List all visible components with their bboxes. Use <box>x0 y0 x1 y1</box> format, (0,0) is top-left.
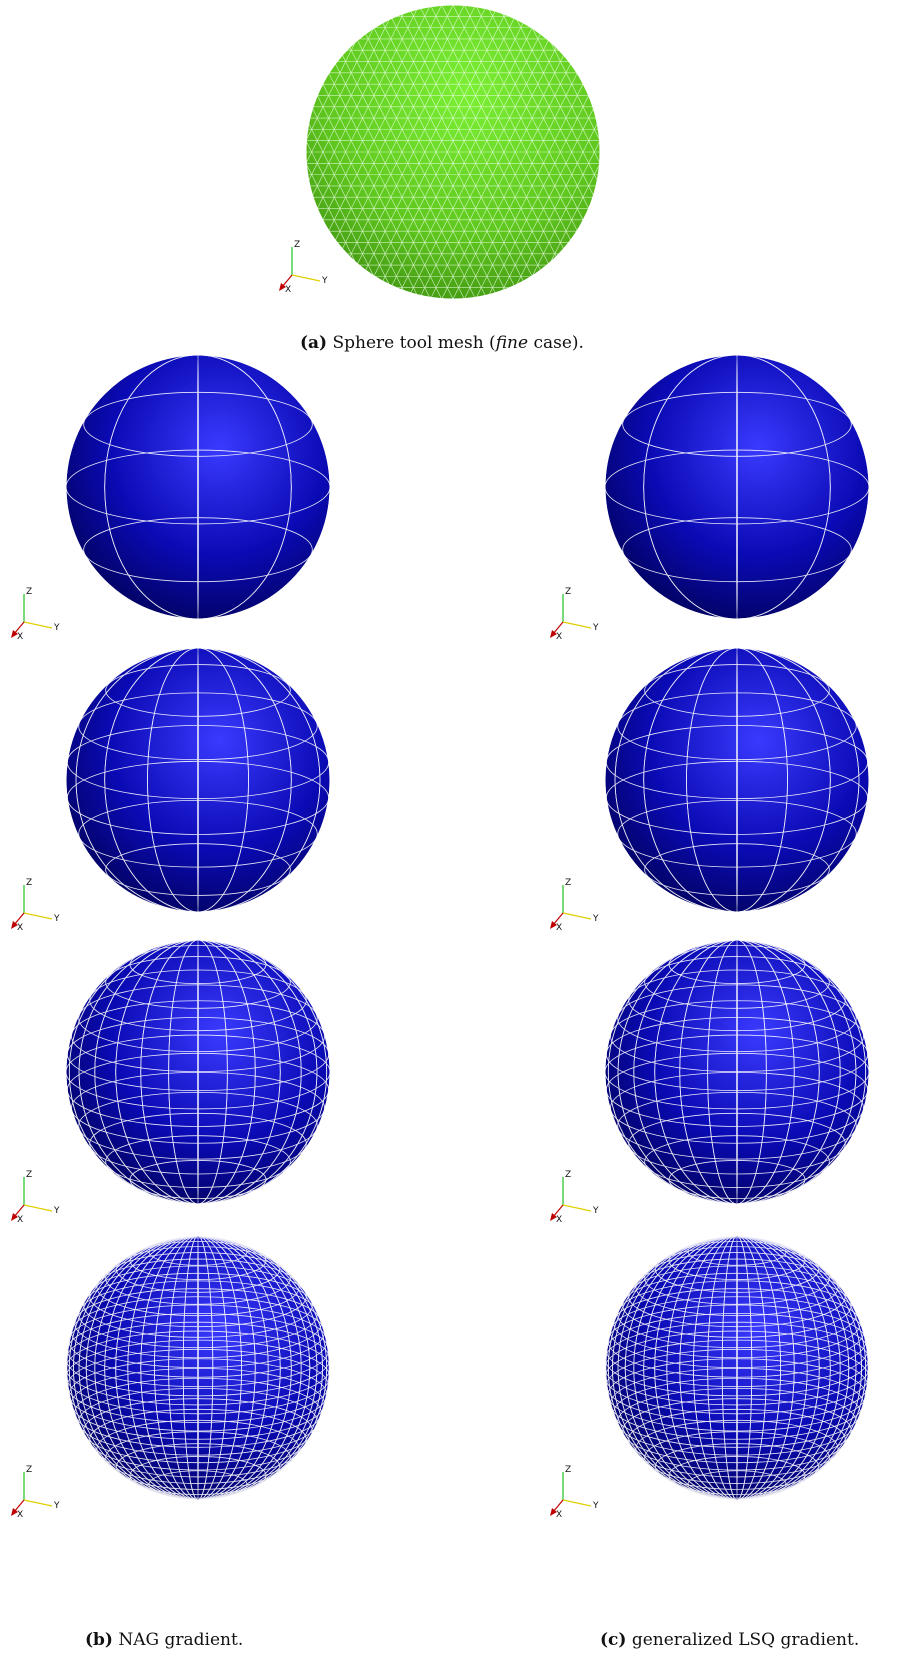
axis-x-label: X <box>556 632 562 642</box>
axis-y-label: Y <box>53 914 60 924</box>
sphere-a-mesh <box>305 4 601 300</box>
caption-c-label: (c) <box>600 1630 627 1650</box>
caption-a-text-post: case). <box>528 333 584 353</box>
mesh-c-level-2 <box>604 647 870 913</box>
axis-z-label: Z <box>565 1465 571 1475</box>
caption-a: (a) Sphere tool mesh (fine case). <box>300 333 584 353</box>
caption-b-text: NAG gradient. <box>118 1630 244 1650</box>
axis-y-label: Y <box>592 914 599 924</box>
axis-triad-c-1: Z Y X <box>550 587 599 642</box>
axis-z-label: Z <box>26 587 32 597</box>
axis-triad-c-2: Z Y X <box>550 878 599 933</box>
axis-x-label: X <box>17 1215 23 1225</box>
mesh-b-level-3 <box>65 939 331 1205</box>
axis-z-label: Z <box>294 240 300 250</box>
axis-x-label: X <box>285 285 291 295</box>
caption-b-label: (b) <box>85 1630 113 1650</box>
caption-c-text: generalized LSQ gradient. <box>631 1630 860 1650</box>
axis-z-label: Z <box>565 878 571 888</box>
caption-a-emph: fine <box>495 333 529 353</box>
axis-x-label: X <box>17 923 23 933</box>
axis-y-label: Y <box>53 623 60 633</box>
caption-a-text-pre: Sphere tool mesh ( <box>332 333 496 353</box>
mesh-b-level-4 <box>65 1235 331 1501</box>
caption-a-label: (a) <box>300 333 328 353</box>
axis-x-label: X <box>17 632 23 642</box>
axis-y-label: Y <box>592 1501 599 1511</box>
axis-y-label: Y <box>321 276 328 286</box>
mesh-b-level-1 <box>65 354 331 620</box>
mesh-c-level-3 <box>604 939 870 1205</box>
mesh-c-level-1 <box>604 354 870 620</box>
axis-triad-b-1: Z Y X <box>11 587 60 642</box>
axis-triad-b-3: Z Y X <box>11 1170 60 1225</box>
axis-x-label: X <box>556 1510 562 1520</box>
axis-y-label: Y <box>592 623 599 633</box>
mesh-c-level-4 <box>604 1235 870 1501</box>
axis-z-label: Z <box>565 1170 571 1180</box>
caption-b: (b) NAG gradient. <box>85 1630 243 1650</box>
axis-z-label: Z <box>26 878 32 888</box>
axis-triad-a: Z Y X <box>279 240 328 295</box>
caption-c: (c) generalized LSQ gradient. <box>600 1630 859 1650</box>
axis-triad-c-3: Z Y X <box>550 1170 599 1225</box>
axis-z-label: Z <box>26 1465 32 1475</box>
axis-x-label: X <box>17 1510 23 1520</box>
axis-triad-b-4: Z Y X <box>11 1465 60 1520</box>
mesh-b-level-2 <box>65 647 331 913</box>
axis-y-label: Y <box>592 1206 599 1216</box>
axis-y-label: Y <box>53 1501 60 1511</box>
axis-y-label: Y <box>53 1206 60 1216</box>
axis-x-label: X <box>556 923 562 933</box>
axis-triad-c-4: Z Y X <box>550 1465 599 1520</box>
axis-z-label: Z <box>26 1170 32 1180</box>
axis-triad-b-2: Z Y X <box>11 878 60 933</box>
axis-x-label: X <box>556 1215 562 1225</box>
axis-z-label: Z <box>565 587 571 597</box>
